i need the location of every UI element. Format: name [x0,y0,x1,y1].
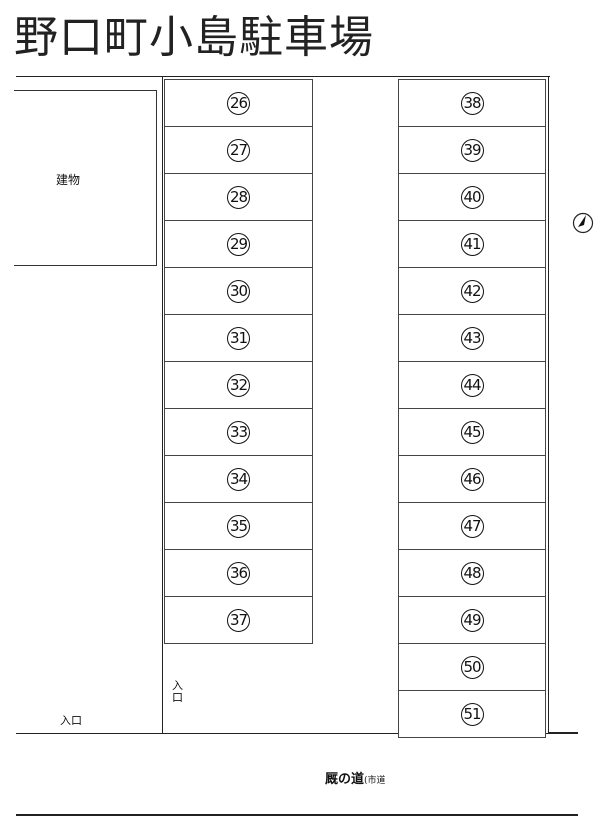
parking-space-number: 44 [460,373,484,397]
parking-space-number: 42 [460,279,484,303]
parking-space-number: 43 [460,326,484,350]
parking-space-number: 49 [460,608,484,632]
parking-space-37: 37 [164,596,313,644]
parking-space-number: 46 [460,467,484,491]
parking-space-31: 31 [164,314,313,362]
road-edge-left [16,733,126,734]
parking-space-41: 41 [398,220,546,268]
parking-space-30: 30 [164,267,313,315]
parking-space-46: 46 [398,455,546,503]
parking-space-36: 36 [164,549,313,597]
parking-space-49: 49 [398,596,546,644]
parking-space-number: 32 [227,373,250,397]
parking-space-number: 34 [227,467,250,491]
road-note: (市道 [364,776,386,786]
parking-space-number: 37 [227,608,250,632]
building-label: 建物 [56,173,81,187]
road-edge-right [548,732,578,734]
parking-space-number: 48 [460,561,484,585]
parking-space-number: 51 [460,702,484,726]
parking-space-number: 41 [460,232,484,256]
parking-space-39: 39 [398,126,546,174]
parking-space-44: 44 [398,361,546,409]
parking-space-number: 33 [227,420,250,444]
parking-space-number: 35 [227,514,250,538]
road-name: 厩の道 [325,772,365,787]
parking-space-42: 42 [398,267,546,315]
parking-space-number: 29 [227,232,250,256]
parking-space-number: 36 [227,561,250,585]
parking-space-40: 40 [398,173,546,221]
parking-space-51: 51 [398,690,546,738]
parking-space-47: 47 [398,502,546,550]
parking-space-number: 40 [460,185,484,209]
parking-space-number: 31 [227,326,250,350]
parking-space-48: 48 [398,549,546,597]
right-space-column: 38 39 40 41 42 43 44 45 46 47 48 49 50 51 [398,79,546,738]
parking-space-number: 26 [227,91,250,115]
parking-space-number: 28 [227,185,250,209]
parking-space-number: 50 [460,655,484,679]
north-arrow-icon [572,212,594,234]
parking-space-45: 45 [398,408,546,456]
parking-space-33: 33 [164,408,313,456]
parking-space-43: 43 [398,314,546,362]
lot-left-border [162,76,163,734]
parking-space-35: 35 [164,502,313,550]
parking-space-38: 38 [398,79,546,127]
page-title: 野口町小島駐車場 [14,12,374,63]
parking-space-number: 38 [460,91,484,115]
parking-space-26: 26 [164,79,313,127]
lot-bottom-border [126,733,550,734]
parking-space-number: 27 [227,138,250,162]
entrance-label: 入口 [60,714,82,727]
road-label: 厩の道(市道 [325,768,386,787]
parking-space-32: 32 [164,361,313,409]
building: 建物 [14,90,157,266]
parking-space-28: 28 [164,173,313,221]
parking-space-number: 47 [460,514,484,538]
parking-space-number: 30 [227,279,250,303]
entrance-label-vertical: 入 口 [172,679,183,704]
parking-space-34: 34 [164,455,313,503]
left-space-column: 26 27 28 29 30 31 32 33 34 35 36 37 [164,79,313,644]
parking-space-number: 45 [460,420,484,444]
parking-space-29: 29 [164,220,313,268]
parking-space-50: 50 [398,643,546,691]
lot-right-border [548,76,549,734]
road-edge-bottom [16,814,578,816]
lot-top-border [16,76,550,77]
parking-space-number: 39 [460,138,484,162]
parking-space-27: 27 [164,126,313,174]
